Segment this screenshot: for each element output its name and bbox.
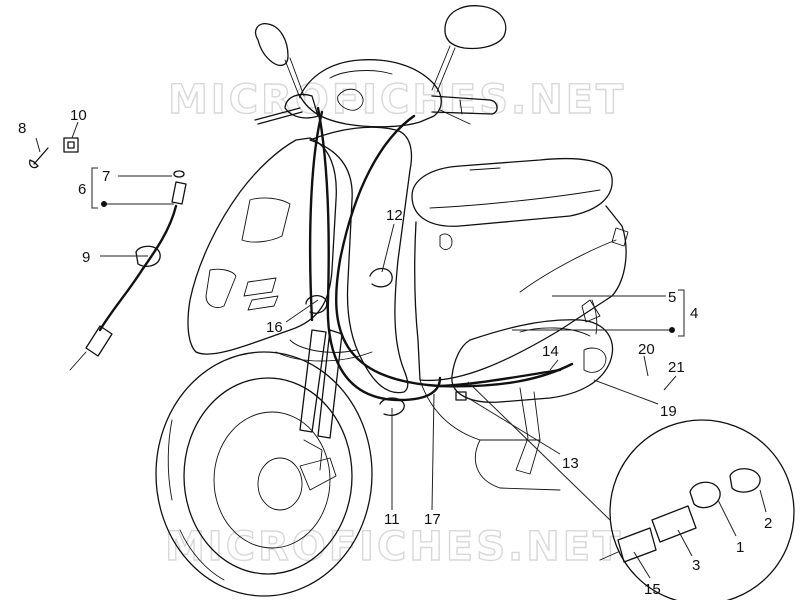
callout-8: 8 bbox=[18, 120, 26, 137]
front-body bbox=[187, 126, 413, 394]
clip-ring-11 bbox=[379, 397, 405, 416]
callout-16: 16 bbox=[266, 319, 283, 336]
speedo-cable-tip bbox=[69, 351, 87, 371]
right-mirror bbox=[431, 5, 507, 93]
leader-lines bbox=[35, 121, 767, 579]
callout-5: 5 bbox=[668, 289, 676, 306]
clip-ring-16 bbox=[305, 294, 328, 314]
inner-wire bbox=[599, 551, 619, 561]
clip-13 bbox=[455, 391, 467, 401]
front-fork bbox=[275, 329, 373, 439]
part-7-washer bbox=[173, 170, 185, 178]
callout-2: 2 bbox=[764, 515, 772, 532]
callout-21: 21 bbox=[668, 359, 685, 376]
callout-15: 15 bbox=[644, 581, 661, 598]
speedo-cable-lower bbox=[85, 325, 113, 357]
callout-14: 14 bbox=[542, 343, 559, 360]
part-8-screw bbox=[28, 147, 49, 169]
callout-3: 3 bbox=[692, 557, 700, 574]
callout-10: 10 bbox=[70, 107, 87, 124]
watermark-top: MICROFICHES.NET bbox=[168, 77, 626, 123]
callout-4: 4 bbox=[690, 305, 698, 322]
callout-9: 9 bbox=[82, 249, 90, 266]
detail-circle bbox=[609, 419, 795, 600]
front-wheel bbox=[155, 351, 373, 597]
detail-leader bbox=[467, 381, 611, 521]
callout-1: 1 bbox=[736, 539, 744, 556]
callout-12: 12 bbox=[386, 207, 403, 224]
part-3-sleeve bbox=[651, 505, 697, 543]
speedometer-cable-assembly bbox=[28, 137, 187, 371]
part-10-clip bbox=[63, 137, 79, 153]
callout-13: 13 bbox=[562, 455, 579, 472]
callout-11: 11 bbox=[384, 511, 400, 528]
detail-inset bbox=[467, 381, 795, 600]
control-cables bbox=[308, 106, 574, 402]
callout-7: 7 bbox=[102, 168, 110, 185]
watermark-bottom: MICROFICHES.NET bbox=[165, 524, 623, 570]
part-9-grommet bbox=[135, 245, 161, 268]
part-1-fitting bbox=[689, 481, 721, 509]
clip-ring-12 bbox=[369, 267, 393, 288]
callout-20: 20 bbox=[638, 341, 655, 358]
engine-and-rear bbox=[419, 299, 614, 491]
left-mirror bbox=[254, 23, 305, 99]
callout-6: 6 bbox=[78, 181, 86, 198]
callout-17: 17 bbox=[424, 511, 441, 528]
seat-and-tail bbox=[411, 157, 629, 382]
speedo-cable-upper bbox=[171, 181, 187, 205]
callout-19: 19 bbox=[660, 403, 677, 420]
part-15-end bbox=[617, 527, 657, 563]
part-2-nut bbox=[729, 468, 761, 493]
scooter-illustration bbox=[155, 5, 629, 597]
callout-labels: 8 10 7 6 9 12 16 5 4 14 20 21 19 13 11 1… bbox=[18, 107, 772, 598]
speedo-cable bbox=[98, 204, 178, 332]
handlebar bbox=[254, 59, 498, 128]
